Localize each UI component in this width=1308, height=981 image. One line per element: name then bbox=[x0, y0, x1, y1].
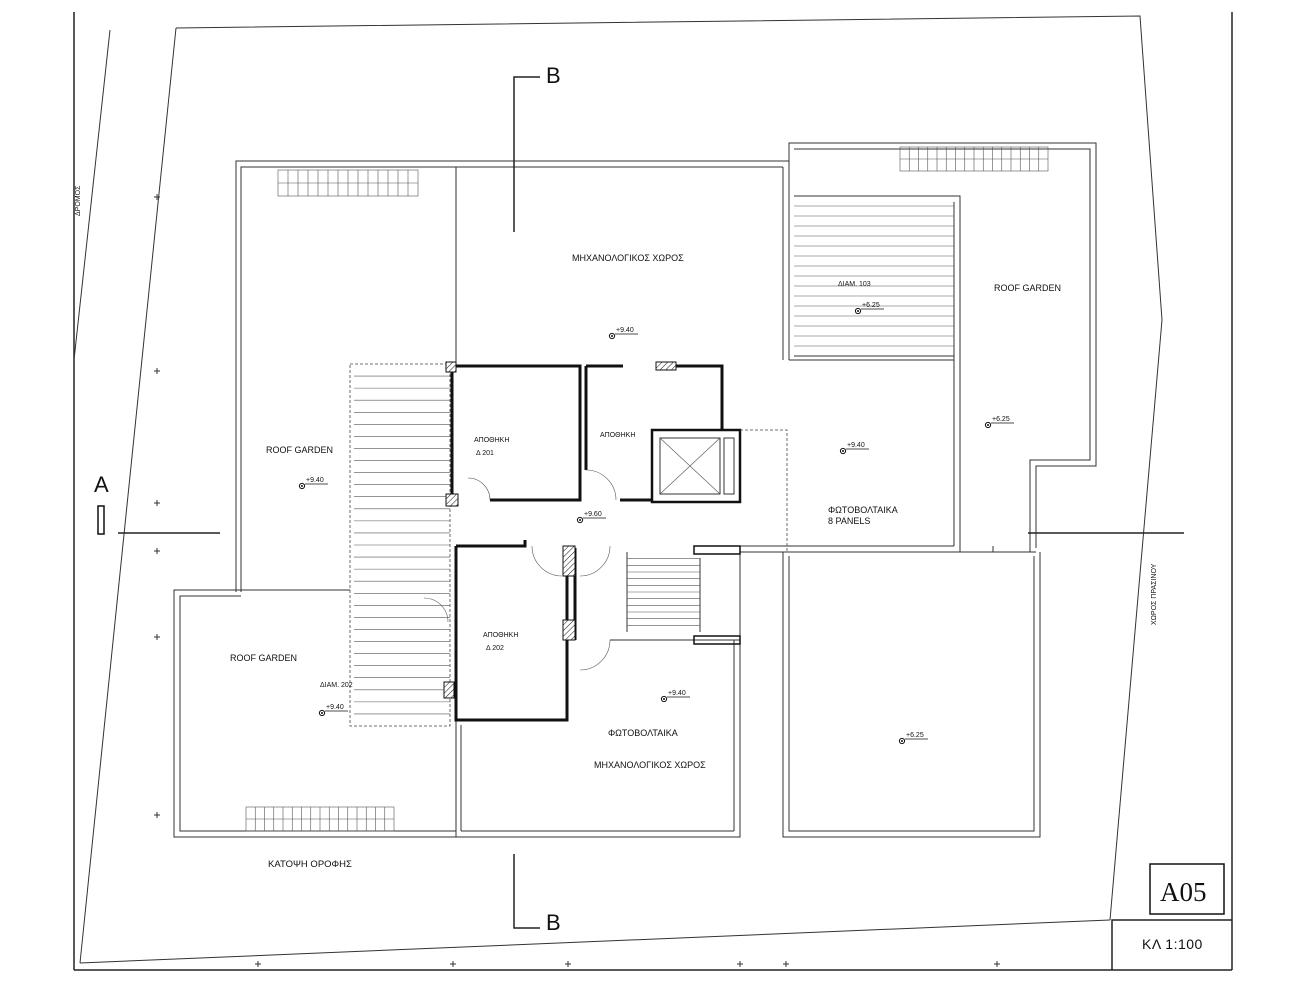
stair-bottom-left bbox=[245, 806, 395, 832]
room-label-mech-bottom: ΜΗΧΑΝΟΛΟΓΙΚΟΣ ΧΩΡΟΣ bbox=[594, 760, 706, 770]
section-a-label: A bbox=[94, 472, 109, 497]
section-line-a: A bbox=[94, 472, 1184, 535]
room-label-pv-panels: 8 PANELS bbox=[828, 516, 870, 526]
level-value-mech_top: +9.40 bbox=[616, 327, 634, 334]
section-b-bottom-label: B bbox=[546, 910, 561, 935]
room-label-roof-garden-left: ROOF GARDEN bbox=[266, 445, 333, 455]
sheet-frame bbox=[73, 12, 1233, 971]
section-b-top-label: B bbox=[546, 63, 561, 88]
level-marker-roof_right: +6.25 bbox=[984, 416, 1014, 429]
level-marker-bottom_right: +6.25 bbox=[898, 732, 928, 745]
level-value-bottom_left: +9.40 bbox=[326, 704, 344, 711]
level-markers: +9.40 +6.25 +6.25 +9.40 +9.40 +9.60 +9.40 +9.40… bbox=[298, 302, 1014, 745]
level-value-pv_bottom: +9.40 bbox=[668, 690, 686, 697]
level-value-bottom_right: +6.25 bbox=[906, 732, 924, 739]
room-label-roof-garden-bottom-left: ROOF GARDEN bbox=[230, 653, 297, 663]
scale-label: ΚΛ 1:100 bbox=[1142, 936, 1203, 952]
level-value-corridor: +9.60 bbox=[584, 511, 602, 518]
sheet-number: A05 bbox=[1160, 877, 1207, 907]
level-value-roof_right: +6.25 bbox=[992, 416, 1010, 423]
level-marker-mech_top: +9.40 bbox=[608, 327, 638, 340]
room-label-pv-right: ΦΩΤΟΒΟΛΤΑΙΚΑ bbox=[828, 505, 898, 515]
level-value-apt_103: +6.25 bbox=[862, 302, 880, 309]
grid-marks bbox=[154, 194, 1000, 967]
level-marker-pv_right: +9.40 bbox=[839, 442, 869, 455]
level-value-pv_right: +9.40 bbox=[847, 442, 865, 449]
ramp-left bbox=[349, 363, 451, 727]
room-code-storage-201: Δ 201 bbox=[476, 450, 494, 457]
stair-apt-103 bbox=[794, 205, 954, 347]
side-label-road: ΔΡΟΜΟΣ bbox=[75, 185, 82, 216]
stair-top-right bbox=[899, 146, 1049, 172]
level-marker-pv_bottom: +9.40 bbox=[660, 690, 690, 703]
title-block: A05 ΚΛ 1:100 bbox=[1111, 863, 1232, 970]
section-line-b: B B bbox=[513, 63, 561, 935]
level-marker-roof_left: +9.40 bbox=[298, 477, 328, 490]
room-label-roof-garden-right: ROOF GARDEN bbox=[994, 283, 1061, 293]
room-label-storage-202: ΑΠΟΘΗΚΗ bbox=[483, 632, 518, 639]
room-label-apt-202: ΔΙΑΜ. 202 bbox=[320, 682, 353, 689]
side-label-green-space: ΧΩΡΟΣ ΠΡΑΣΙΝΟΥ bbox=[1151, 563, 1158, 625]
room-label-pv-bottom: ΦΩΤΟΒΟΛΤΑΙΚΑ bbox=[608, 728, 678, 738]
level-marker-apt_103: +6.25 bbox=[854, 302, 884, 315]
room-code-storage-202: Δ 202 bbox=[486, 645, 504, 652]
core-walls bbox=[423, 361, 788, 722]
plot-boundary bbox=[73, 15, 1163, 964]
stair-top-left bbox=[277, 169, 419, 197]
room-label-mech-top: ΜΗΧΑΝΟΛΟΓΙΚΟΣ ΧΩΡΟΣ bbox=[572, 253, 684, 263]
building-outline bbox=[173, 142, 1097, 838]
level-marker-corridor: +9.60 bbox=[576, 511, 606, 524]
room-label-apt-103: ΔΙΑΜ. 103 bbox=[838, 281, 871, 288]
room-label-storage-201: ΑΠΟΘΗΚΗ bbox=[474, 437, 509, 444]
room-label-storage-right: ΑΠΟΘΗΚΗ bbox=[600, 432, 635, 439]
plan-title: ΚΑΤΟΨΗ ΟΡΟΦΗΣ bbox=[268, 859, 352, 870]
level-marker-bottom_left: +9.40 bbox=[318, 704, 348, 717]
room-labels: ΜΗΧΑΝΟΛΟΓΙΚΟΣ ΧΩΡΟΣ ROOF GARDEN ROOF GAR… bbox=[230, 253, 1061, 770]
level-value-roof_left: +9.40 bbox=[306, 477, 324, 484]
